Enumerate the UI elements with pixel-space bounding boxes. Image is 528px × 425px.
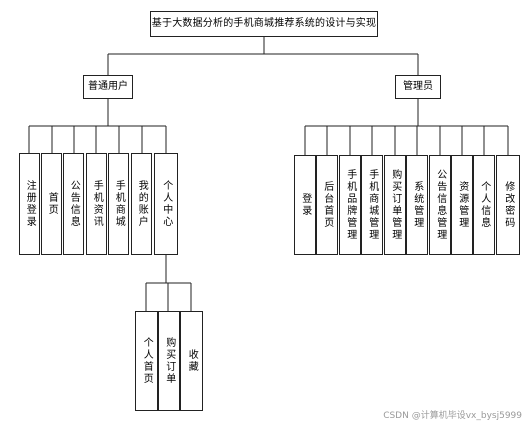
admin-module-system-management: 系统管理 bbox=[406, 155, 428, 255]
admin-branch-label: 管理员 bbox=[403, 81, 433, 93]
user-module-home: 首页 bbox=[41, 153, 62, 255]
admin-module-label: 后台首页 bbox=[321, 181, 333, 229]
user-module-label: 注册登录 bbox=[24, 180, 36, 228]
user-module-phone-news: 手机资讯 bbox=[86, 153, 107, 255]
admin-module-label: 购买订单管理 bbox=[389, 169, 401, 241]
personal-center-child-label: 购买订单 bbox=[163, 337, 175, 385]
personal-center-child-label: 个人首页 bbox=[141, 337, 153, 385]
admin-module-label: 系统管理 bbox=[411, 181, 423, 229]
watermark: CSDN @计算机毕设vx_bysj5999 bbox=[383, 411, 522, 421]
user-module-announcements: 公告信息 bbox=[63, 153, 84, 255]
admin-module-announcement-management: 公告信息管理 bbox=[429, 155, 451, 255]
admin-module-label: 手机品牌管理 bbox=[344, 169, 356, 241]
admin-module-label: 资源管理 bbox=[456, 181, 468, 229]
admin-module-label: 手机商城管理 bbox=[366, 169, 378, 241]
admin-module-brand-management: 手机品牌管理 bbox=[339, 155, 361, 255]
user-module-my-account: 我的账户 bbox=[131, 153, 152, 255]
user-module-label: 个人中心 bbox=[160, 180, 172, 228]
user-module-label: 手机资讯 bbox=[91, 180, 103, 228]
user-module-label: 手机商城 bbox=[113, 180, 125, 228]
admin-module-mall-management: 手机商城管理 bbox=[361, 155, 383, 255]
user-module-phone-mall: 手机商城 bbox=[108, 153, 129, 255]
admin-module-personal-info: 个人信息 bbox=[473, 155, 495, 255]
admin-module-resource-management: 资源管理 bbox=[451, 155, 473, 255]
user-module-register-login: 注册登录 bbox=[19, 153, 40, 255]
user-module-personal-center: 个人中心 bbox=[154, 153, 178, 255]
user-branch-node: 普通用户 bbox=[83, 75, 133, 99]
admin-module-label: 登录 bbox=[299, 193, 311, 217]
admin-branch-node: 管理员 bbox=[395, 75, 441, 99]
personal-center-child-favorites: 收藏 bbox=[180, 311, 203, 411]
admin-module-order-management: 购买订单管理 bbox=[384, 155, 406, 255]
admin-module-label: 修改密码 bbox=[502, 181, 514, 229]
user-module-label: 我的账户 bbox=[136, 180, 148, 228]
admin-module-backend-home: 后台首页 bbox=[316, 155, 338, 255]
admin-module-label: 公告信息管理 bbox=[434, 169, 446, 241]
personal-center-child-home: 个人首页 bbox=[135, 311, 158, 411]
admin-module-change-password: 修改密码 bbox=[496, 155, 520, 255]
user-branch-label: 普通用户 bbox=[88, 81, 128, 93]
root-node: 基于大数据分析的手机商城推荐系统的设计与实现 bbox=[150, 11, 378, 37]
user-module-label: 公告信息 bbox=[68, 180, 80, 228]
personal-center-child-label: 收藏 bbox=[186, 349, 198, 373]
admin-module-login: 登录 bbox=[294, 155, 316, 255]
admin-module-label: 个人信息 bbox=[478, 181, 490, 229]
root-title: 基于大数据分析的手机商城推荐系统的设计与实现 bbox=[151, 18, 377, 30]
user-module-label: 首页 bbox=[46, 192, 58, 216]
personal-center-child-orders: 购买订单 bbox=[158, 311, 180, 411]
